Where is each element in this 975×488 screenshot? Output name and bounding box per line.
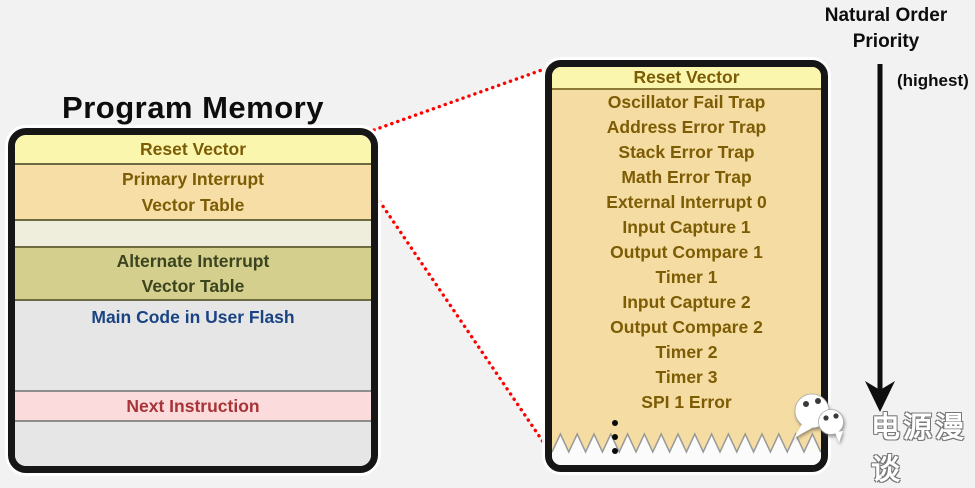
vector-entry: Math Error Trap xyxy=(621,167,752,187)
ellipsis-dot xyxy=(612,434,618,440)
zoom-dotted-line-bottom xyxy=(374,194,552,454)
natural-order-priority-title: Natural Order Priority xyxy=(824,5,948,52)
vector-entry: Input Capture 1 xyxy=(622,217,751,237)
vector-entry: SPI 1 Error xyxy=(641,392,732,412)
section-reset-vector: Reset Vector xyxy=(15,135,371,163)
down-arrow-icon xyxy=(865,64,895,412)
vector-table-header: Reset Vector xyxy=(552,67,821,90)
arrow-head xyxy=(865,381,895,412)
vector-entry: Stack Error Trap xyxy=(618,142,755,162)
section-next-instruction: Next Instruction xyxy=(15,390,371,420)
vector-entry: Oscillator Fail Trap xyxy=(607,92,766,112)
ellipsis-dot xyxy=(612,448,618,454)
vector-entry: External Interrupt 0 xyxy=(606,192,767,212)
vector-entry: Timer 1 xyxy=(655,267,718,287)
zoom-beam xyxy=(376,67,552,452)
zoom-connector xyxy=(372,64,555,454)
section-spacer xyxy=(15,219,371,246)
vector-entry: Output Compare 2 xyxy=(610,317,763,337)
watermark-text: 电源漫谈 xyxy=(871,412,968,486)
vector-entry: Timer 2 xyxy=(655,342,718,362)
wechat-bubbles-icon xyxy=(794,393,844,443)
vector-entry: Input Capture 2 xyxy=(622,292,751,312)
program-memory-title: Program Memory xyxy=(62,90,324,125)
highest-label: (highest) xyxy=(897,71,969,90)
section-main-code: Main Code in User Flash xyxy=(15,299,371,390)
zoom-dotted-line-top xyxy=(372,64,555,132)
ellipsis-dot xyxy=(612,420,618,426)
vector-entry: Timer 3 xyxy=(655,367,718,387)
zigzag-stroke xyxy=(552,432,821,454)
vector-entry: Output Compare 1 xyxy=(610,242,763,262)
section-primary-ivt: Primary Interrupt Vector Table xyxy=(15,163,371,219)
section-alternate-ivt: Alternate Interrupt Vector Table xyxy=(15,246,371,299)
vector-entry: Address Error Trap xyxy=(606,117,767,137)
